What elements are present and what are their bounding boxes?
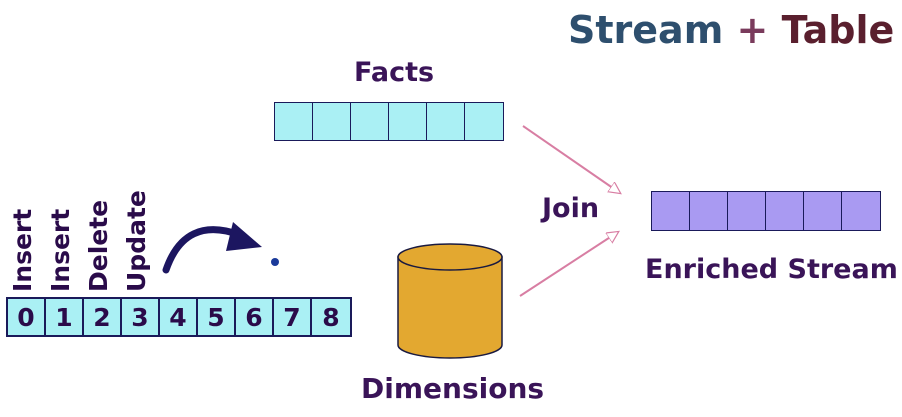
enriched-stream-array — [651, 191, 881, 231]
facts-cell — [275, 103, 313, 140]
facts-cell — [313, 103, 351, 140]
log-offset-cell: 4 — [160, 299, 198, 335]
log-array: 0 1 2 3 4 5 6 7 8 — [6, 297, 352, 337]
facts-cell — [351, 103, 389, 140]
facts-to-join-arrow — [522, 125, 620, 193]
log-offset-cell: 8 — [312, 299, 350, 335]
facts-cell — [389, 103, 427, 140]
facts-array — [274, 102, 504, 141]
enriched-cell — [842, 192, 880, 230]
log-offset-cell: 3 — [122, 299, 160, 335]
title-plus: + — [736, 8, 769, 52]
enriched-cell — [652, 192, 690, 230]
database-cylinder-icon — [397, 243, 503, 359]
join-label: Join — [542, 193, 600, 224]
facts-label: Facts — [354, 57, 435, 88]
facts-cell — [465, 103, 503, 140]
enriched-cell — [690, 192, 728, 230]
log-offset-cell: 1 — [46, 299, 84, 335]
enriched-cell — [804, 192, 842, 230]
position-dot — [271, 258, 279, 266]
diagram-title: Stream + Table — [568, 8, 894, 52]
title-table: Table — [781, 8, 895, 52]
enriched-cell — [728, 192, 766, 230]
log-offset-cell: 5 — [198, 299, 236, 335]
dimensions-to-join-arrow — [519, 232, 618, 297]
curved-arrow-icon — [162, 222, 262, 274]
log-offset-cell: 0 — [8, 299, 46, 335]
title-stream: Stream — [568, 8, 724, 52]
log-offset-cell: 6 — [236, 299, 274, 335]
enriched-stream-label: Enriched Stream — [645, 254, 898, 285]
enriched-cell — [766, 192, 804, 230]
log-offset-cell: 7 — [274, 299, 312, 335]
log-offset-cell: 2 — [84, 299, 122, 335]
dimensions-label: Dimensions — [361, 372, 545, 405]
facts-cell — [427, 103, 465, 140]
